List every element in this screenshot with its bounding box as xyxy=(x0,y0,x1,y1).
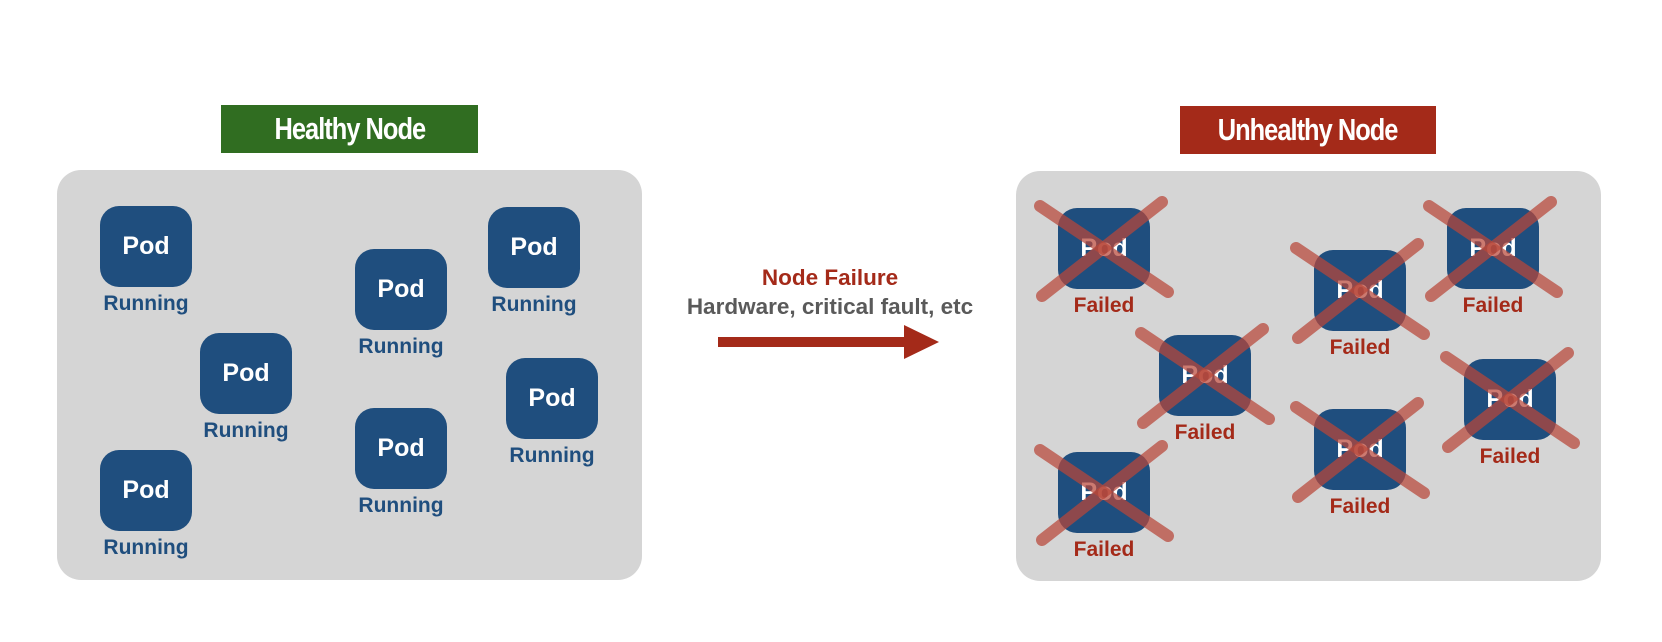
pod-item: Pod Running xyxy=(200,333,292,442)
healthy-node-label-text: Healthy Node xyxy=(274,111,426,146)
pod-item: Pod Failed xyxy=(1034,196,1174,317)
pod-status: Failed xyxy=(1073,294,1135,317)
pod-status: Running xyxy=(103,292,189,315)
pod-item: Pod Running xyxy=(355,249,447,358)
pod-box: Pod xyxy=(100,450,192,531)
pod-box: Pod xyxy=(355,408,447,489)
unhealthy-node-panel: Pod Failed Pod Failed Pod Failed Pod Fai… xyxy=(1016,171,1601,581)
pod-box: Pod xyxy=(1058,208,1150,289)
node-failure-annotation: Node Failure Hardware, critical fault, e… xyxy=(650,264,1010,322)
pod-box: Pod xyxy=(100,206,192,287)
arrow-shaft xyxy=(718,337,908,347)
healthy-node-label: Healthy Node xyxy=(221,105,478,153)
pod-status: Running xyxy=(358,335,444,358)
pod-box: Pod xyxy=(1447,208,1539,289)
pod-item: Pod Running xyxy=(506,358,598,467)
pod-status: Running xyxy=(509,444,595,467)
pod-status: Running xyxy=(491,293,577,316)
pod-status: Running xyxy=(103,536,189,559)
right-arrow-icon xyxy=(718,325,939,359)
pod-box: Pod xyxy=(488,207,580,288)
node-failure-title: Node Failure xyxy=(761,265,899,290)
pod-item: Pod Failed xyxy=(1290,397,1430,518)
pod-box: Pod xyxy=(506,358,598,439)
pod-status: Running xyxy=(358,494,444,517)
pod-item: Pod Failed xyxy=(1034,440,1174,561)
pod-status: Failed xyxy=(1462,294,1524,317)
pod-box: Pod xyxy=(200,333,292,414)
pod-box: Pod xyxy=(1058,452,1150,533)
pod-item: Pod Failed xyxy=(1135,323,1275,444)
pod-status: Failed xyxy=(1073,538,1135,561)
healthy-node-panel: Pod Running Pod Running Pod Running Pod … xyxy=(57,170,642,580)
pod-box: Pod xyxy=(1314,250,1406,331)
node-failure-subtitle: Hardware, critical fault, etc xyxy=(686,294,974,319)
pod-item: Pod Running xyxy=(488,207,580,316)
unhealthy-node-label-text: Unhealthy Node xyxy=(1218,112,1399,147)
pod-item: Pod Failed xyxy=(1290,238,1430,359)
pod-status: Failed xyxy=(1329,336,1391,359)
arrow-head xyxy=(904,325,939,359)
unhealthy-node-label: Unhealthy Node xyxy=(1180,106,1436,154)
pod-box: Pod xyxy=(355,249,447,330)
pod-item: Pod Running xyxy=(355,408,447,517)
pod-item: Pod Failed xyxy=(1440,347,1580,468)
pod-status: Failed xyxy=(1174,421,1236,444)
pod-box: Pod xyxy=(1159,335,1251,416)
pod-status: Failed xyxy=(1329,495,1391,518)
pod-status: Failed xyxy=(1479,445,1541,468)
pod-box: Pod xyxy=(1314,409,1406,490)
pod-status: Running xyxy=(203,419,289,442)
pod-item: Pod Running xyxy=(100,450,192,559)
pod-box: Pod xyxy=(1464,359,1556,440)
pod-item: Pod Failed xyxy=(1423,196,1563,317)
pod-item: Pod Running xyxy=(100,206,192,315)
